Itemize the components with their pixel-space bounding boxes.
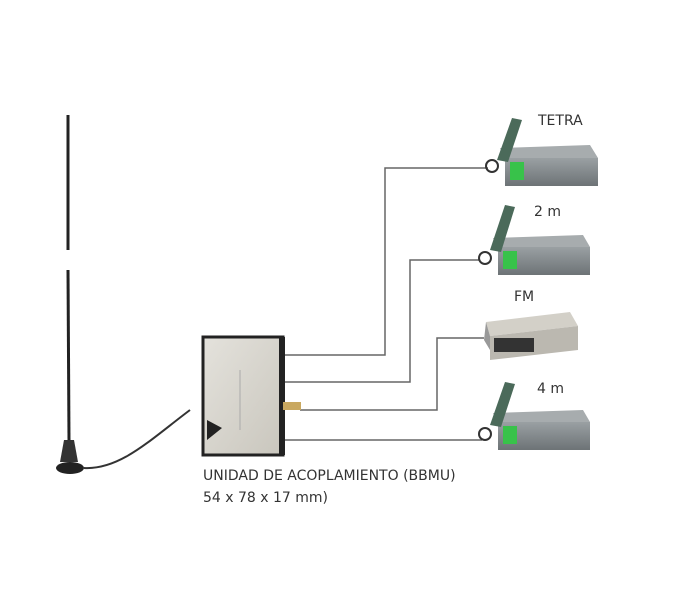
antenna — [56, 115, 191, 474]
radio-fm — [484, 312, 578, 360]
label-4m: 4 m — [537, 381, 564, 397]
unit-dimensions: 54 x 78 x 17 mm) — [203, 490, 329, 506]
radio-4m — [478, 382, 590, 450]
label-2m: 2 m — [534, 204, 561, 220]
label-tetra: TETRA — [538, 113, 583, 129]
label-fm: FM — [514, 289, 535, 305]
coupling-unit — [201, 335, 301, 457]
radio-2m — [478, 205, 590, 275]
radio-tetra — [485, 118, 598, 186]
cables — [285, 167, 488, 441]
unit-name: UNIDAD DE ACOPLAMIENTO (BBMU) — [203, 468, 456, 484]
